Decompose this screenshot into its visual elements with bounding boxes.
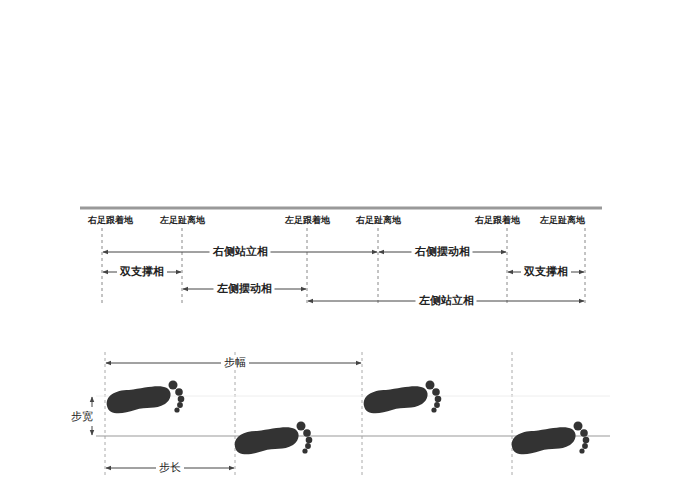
event-label: 左足趾离地 [160, 215, 205, 225]
dimension-label: 步宽 [68, 411, 96, 424]
phase-label: 左侧站立相 [416, 295, 477, 308]
dimension-label: 步幅 [221, 357, 249, 370]
phase-label: 左侧摆动相 [214, 283, 275, 296]
phase-label: 双支撑相 [521, 266, 571, 279]
event-label: 右足趾离地 [356, 215, 401, 225]
dimension-label: 步长 [156, 462, 184, 475]
phase-label: 右侧站立相 [210, 246, 271, 259]
phase-label: 右侧摆动相 [412, 246, 473, 259]
event-label: 右足跟着地 [88, 215, 133, 225]
event-label: 右足跟着地 [475, 215, 520, 225]
phase-label: 双支撑相 [117, 266, 167, 279]
event-label: 左足趾离地 [540, 215, 585, 225]
event-label: 左足跟着地 [285, 215, 330, 225]
